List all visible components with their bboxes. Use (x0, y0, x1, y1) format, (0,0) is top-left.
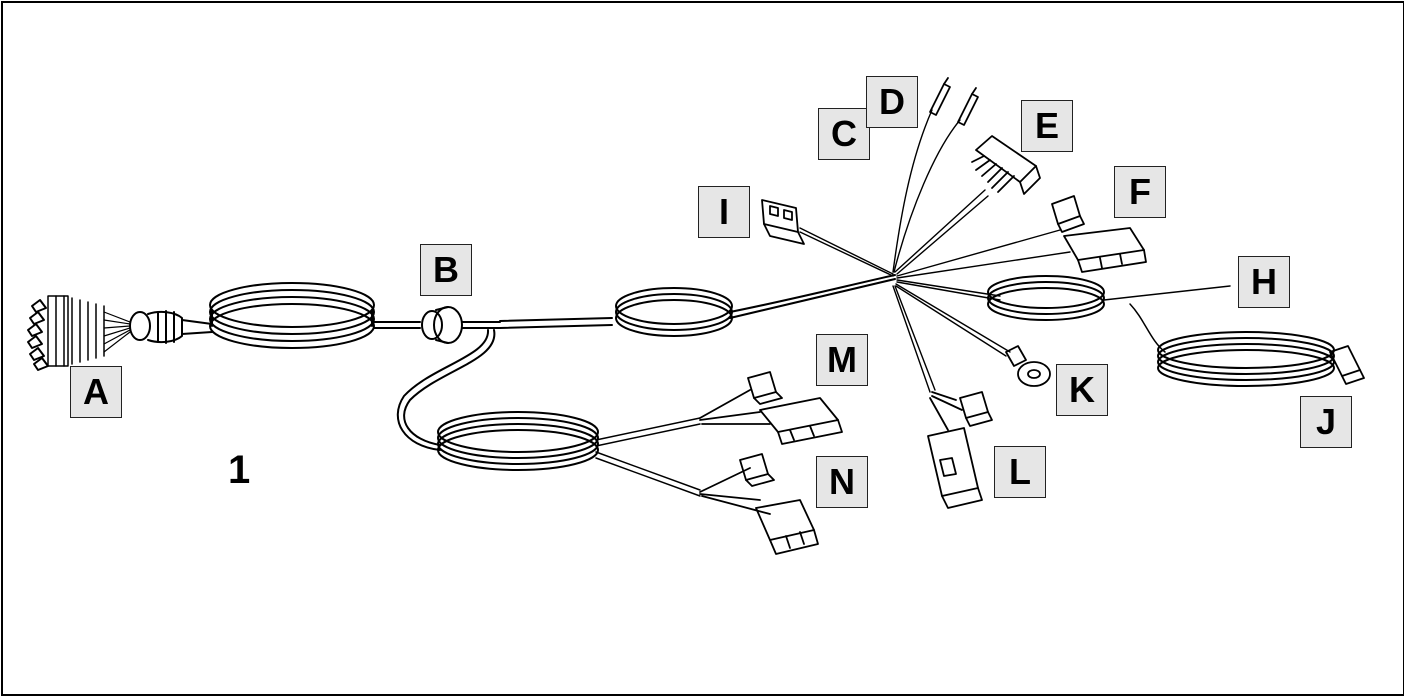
connector-i (761, 199, 805, 245)
cable-coil-4 (987, 275, 1105, 321)
callout-h: H (1238, 256, 1290, 308)
callout-c: C (818, 108, 870, 160)
connector-j (1329, 345, 1365, 385)
terminal-c (929, 77, 951, 116)
callout-b: B (420, 244, 472, 296)
callout-e: E (1021, 100, 1073, 152)
callout-n: N (816, 456, 868, 508)
connector-l (927, 391, 993, 509)
figure-number: 1 (228, 448, 251, 492)
harness-branches (799, 109, 1071, 393)
ring-terminal-k (1005, 345, 1051, 387)
cable-coil-1 (209, 282, 375, 349)
callout-f: F (1114, 166, 1166, 218)
connector-n (699, 453, 819, 555)
connector-f (1051, 195, 1147, 273)
callout-l: L (994, 446, 1046, 498)
grommet-b (421, 306, 501, 344)
callout-j: J (1300, 396, 1352, 448)
callout-i: I (698, 186, 750, 238)
terminal-d (957, 87, 979, 126)
cable-coil-5 (1157, 331, 1335, 387)
connector-a-plug (27, 295, 213, 371)
callout-d: D (866, 76, 918, 128)
callout-m: M (816, 334, 868, 386)
connector-m (699, 371, 843, 445)
callout-a: A (70, 366, 122, 418)
callout-k: K (1056, 364, 1108, 416)
cable-coil-3 (437, 411, 599, 471)
cable-coil-2 (615, 287, 733, 337)
connector-e (971, 135, 1041, 195)
